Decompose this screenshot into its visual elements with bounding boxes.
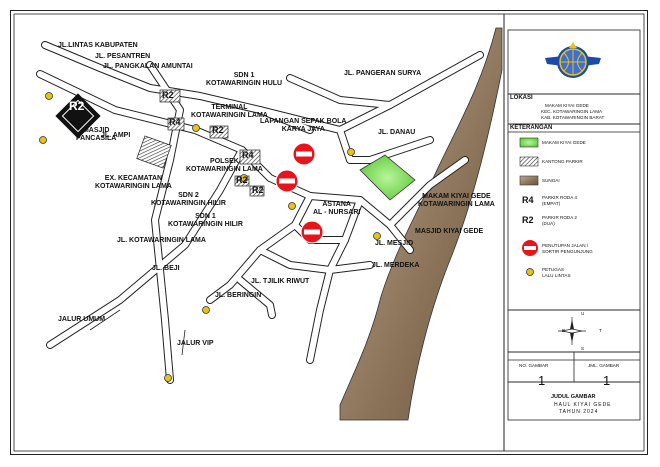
place-label-astana: ASTANA AL - NURSARI	[313, 201, 361, 216]
place-label-makam: MAKAM KIYAI GEDE KOTAWARINGIN LAMA	[418, 193, 495, 208]
road-label-beringin: JL. BERINGIN	[215, 292, 262, 299]
traffic-officers	[39, 92, 381, 382]
lokasi-line-1: MAKAM KIYAI GEDE	[545, 103, 589, 108]
legend-officer-label: PETUGAS LALU LINTAS	[542, 267, 571, 278]
legend-closure-label: PENUTUPAN JALAN / SORTIR PENGUNJUNG	[542, 243, 593, 254]
makam-area	[359, 154, 416, 201]
legend-r2-code: R2	[522, 215, 534, 225]
jml-gambar-value: 1	[603, 373, 611, 388]
parking-code-r2-main: R2	[69, 99, 85, 113]
parking-code-r2-d: R2	[252, 185, 264, 195]
parking-code-r2-b: R2	[212, 125, 224, 135]
legend-makam-label: MAKAM KIYAI GEDE	[542, 140, 586, 145]
jml-gambar-label: JML. GAMBAR	[588, 363, 620, 368]
route-label-jalur-umum: JALUR UMUM	[58, 316, 106, 323]
legend-r4-code: R4	[522, 195, 534, 205]
judul-line-2: TAHUN 2024	[559, 409, 599, 415]
route-label-jalur-vip: JALUR VIP	[177, 340, 214, 347]
road-label-ampi: JL. AMPI	[101, 132, 131, 139]
road-label-merdeka: JL. MERDEKA	[372, 262, 420, 269]
place-label-sdn1-hilir: SDN 1 KOTAWARINGIN HILIR	[168, 213, 243, 228]
road-label-pangkalan-amuntai: JL. PANGKALAN AMUNTAI	[103, 63, 193, 70]
compass-n: U	[581, 311, 585, 316]
compass-rose	[558, 317, 586, 345]
legend-r4-label: PARKIR RODA 4 (EMPAT)	[542, 195, 577, 206]
parking-code-r4-a: R4	[169, 117, 181, 127]
road-label-lintas-kabupaten: JL.LINTAS KABUPATEN	[58, 42, 138, 49]
no-gambar-value: 1	[538, 373, 546, 388]
parking-r2-main	[55, 93, 101, 139]
keterangan-title: KETERANGAN	[510, 125, 553, 131]
legend-no-entry	[522, 240, 538, 256]
legend-panel	[507, 29, 641, 421]
judul-line-1: HAUL KIYAI GEDE	[554, 402, 612, 408]
place-label-lapangan: LAPANGAN SEPAK BOLA KARYA JAYA	[260, 118, 347, 133]
road-label-mesjid: JL. MESJID	[375, 240, 414, 247]
road-label-beji: JL. BEJI	[152, 265, 180, 272]
parking-code-r2-c: R2	[236, 175, 248, 185]
legend-r2-label: PARKIR RODA 2 (DUA)	[542, 215, 577, 226]
place-label-masjid-pancasila: MASJID PANCASILA	[76, 127, 117, 142]
legend-parking-label: KANTONG PARKIR	[542, 159, 583, 164]
compass-e: T	[599, 328, 602, 333]
lokasi-line-3: KAB. KOTAWARINGIN BARAT	[541, 115, 605, 120]
outer-frame	[10, 10, 648, 455]
place-label-sdn2-hilir: SDN 2 KOTAWARINGIN HILIR	[151, 192, 226, 207]
lokasi-line-2: KEC. KOTAWARINGIN LAMA	[541, 109, 603, 114]
place-label-polsek: POLSEK KOTAWARINGIN LAMA	[186, 158, 263, 173]
judul-label: JUDUL GAMBAR	[551, 394, 596, 400]
legend-river-label: SUNGAI	[542, 178, 560, 183]
no-gambar-label: NO. GAMBAR	[519, 363, 549, 368]
logo-emblem	[545, 42, 601, 78]
road-closure-signs	[275, 142, 324, 244]
place-label-terminal: TERMINAL KOTAWARINGIN LAMA	[191, 104, 268, 119]
river	[339, 27, 503, 421]
map-sheet: JL.LINTAS KABUPATEN JL. PESANTREN JL. PA…	[10, 10, 648, 455]
lokasi-title: LOKASI	[510, 95, 533, 101]
road-label-pesantren: JL. PESANTREN	[95, 53, 151, 60]
legend-officer	[526, 268, 534, 276]
legend-parking-swatch	[519, 156, 539, 167]
road-label-kotawaringin-lama: JL. KOTAWARINGIN LAMA	[117, 237, 206, 244]
place-label-masjid-kiyai-gede: MASJID KIYAI GEDE	[415, 228, 484, 235]
legend-makam-swatch	[519, 137, 539, 148]
compass-w: B	[562, 328, 566, 333]
road-label-tjilik-riwut: JL. TJILIK RIWUT	[251, 278, 310, 285]
parking-code-r2-a: R2	[162, 90, 174, 100]
road-label-pangeran-surya: JL. PANGERAN SURYA	[344, 70, 422, 77]
place-label-sdn1-hulu: SDN 1 KOTAWARINGIN HULU	[206, 72, 283, 87]
place-label-ex-kecamatan: EX. KECAMATAN KOTAWARINGIN LAMA	[95, 175, 172, 190]
legend-river-swatch	[519, 175, 539, 186]
parking-code-r4-b: R4	[242, 150, 254, 160]
road-label-danau: JL. DANAU	[378, 129, 416, 136]
compass-s: S	[581, 346, 585, 351]
